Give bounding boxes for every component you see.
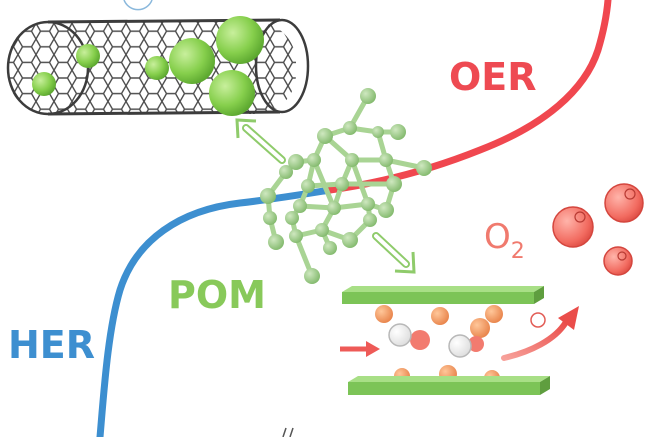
inflow-arrow-icon bbox=[340, 341, 380, 357]
arrow-to-layers-icon bbox=[372, 232, 416, 274]
pom-atoms bbox=[260, 88, 432, 284]
bottom-tick-marks bbox=[282, 427, 294, 437]
outflow-arrow-icon bbox=[501, 306, 579, 361]
o2-label-main: O bbox=[484, 217, 511, 257]
carbon-nanotube-icon bbox=[6, 16, 310, 116]
o2-label: O2 bbox=[484, 220, 525, 263]
layered-material-icon bbox=[342, 286, 550, 395]
her-label: HER bbox=[8, 323, 96, 367]
arrow-to-nanotube-icon bbox=[235, 118, 286, 164]
top-partial-circle bbox=[123, 0, 153, 11]
o2-label-subscript: 2 bbox=[510, 239, 525, 264]
her-curve bbox=[96, 186, 334, 437]
oer-label: OER bbox=[449, 55, 537, 99]
pom-label: POM bbox=[168, 273, 266, 317]
oxygen-bubbles-icon bbox=[552, 183, 644, 276]
